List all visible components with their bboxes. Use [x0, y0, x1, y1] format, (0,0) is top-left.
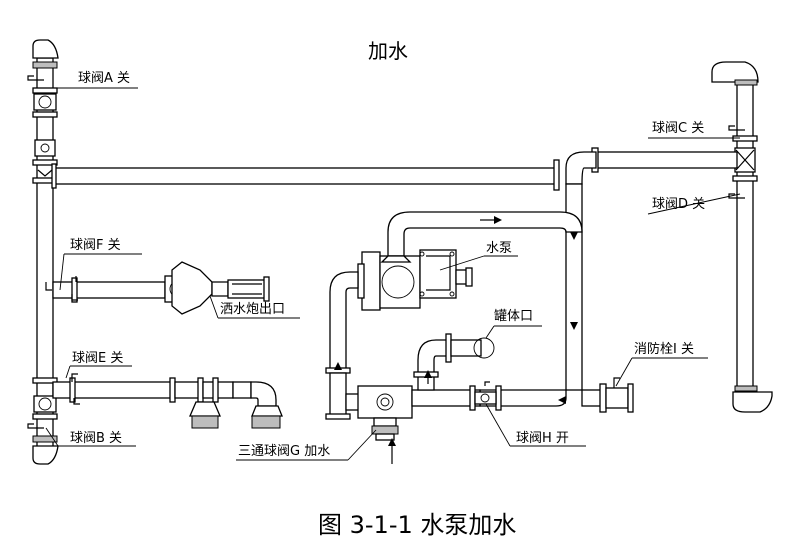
valve-i-leader-a — [615, 357, 633, 387]
valve-b-label: 球阀B 关 — [70, 431, 122, 446]
cannon-label: 洒水炮出口 — [220, 302, 285, 317]
pump-discharge-pipe — [387, 211, 583, 404]
tank-port-pipe — [413, 333, 495, 391]
valve-c-label: 球阀C 关 — [652, 121, 704, 136]
valve-g-to-h-pipe — [411, 381, 502, 411]
valve-f-leader-a — [59, 253, 65, 291]
valve-d-leader — [647, 193, 741, 215]
valve-b-leader-a — [45, 427, 59, 447]
right-feed-pipe — [595, 151, 738, 169]
right-vertical-pipe — [711, 61, 773, 413]
valve-a-label: 球阀A 关 — [78, 71, 130, 86]
left-vertical-pipe — [32, 39, 59, 465]
valve-g-leader-b — [347, 429, 377, 461]
valve-f-branch — [45, 277, 166, 303]
valve-d-label: 球阀D 关 — [652, 197, 705, 212]
valve-e-branch — [52, 377, 283, 429]
pump-outlet-loop — [479, 151, 597, 407]
valve-g-inlet-arrow-head — [388, 438, 396, 446]
valve-a[interactable] — [27, 75, 57, 111]
valve-g-label: 三通球阀G 加水 — [238, 444, 330, 459]
valve-h-leader-a — [485, 403, 511, 447]
cannon-leader-a — [209, 295, 219, 319]
pump-label: 水泵 — [486, 241, 512, 256]
top-horizontal-pipe — [37, 159, 560, 191]
fire-hydrant-i[interactable] — [581, 377, 634, 413]
valve-c[interactable] — [728, 125, 745, 131]
valve-b[interactable] — [27, 395, 57, 429]
valve-e-leader-a — [65, 365, 71, 379]
valve-h-label: 球阀H 开 — [516, 431, 569, 446]
diagram-title: 加水 — [368, 39, 408, 63]
pump-leader-a — [439, 255, 485, 271]
valve-e-label: 球阀E 关 — [72, 351, 123, 366]
tank-port-leader-a — [485, 325, 495, 339]
water-pump[interactable] — [357, 249, 473, 311]
valve-f-label: 球阀F 关 — [70, 238, 121, 253]
valve-e[interactable] — [71, 373, 78, 382]
tank-port-label: 罐体口 — [494, 309, 533, 324]
valve-i-label: 消防栓I 关 — [634, 341, 694, 357]
three-way-valve-g[interactable] — [357, 385, 413, 441]
pump-inlet-pipe — [325, 271, 363, 420]
sprinkler-cannon[interactable] — [164, 261, 270, 315]
figure-caption: 图 3-1-1 水泵加水 — [318, 511, 516, 539]
